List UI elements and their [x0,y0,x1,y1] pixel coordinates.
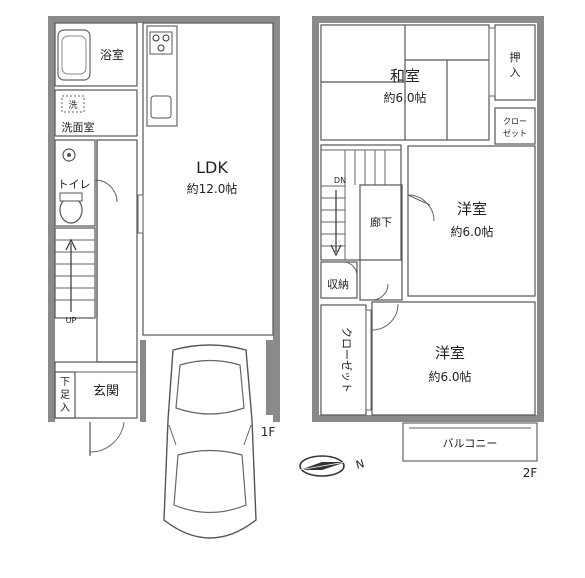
oshiire-label-1: 押 [510,50,521,64]
2f-hallway [359,184,403,301]
burner-3 [157,44,165,52]
washing-machine-mark [61,95,85,113]
stairs-down-label: DN [334,176,346,185]
washitsu-size-label: 約6.0帖 [383,90,426,105]
shoe-box-label-2: 足 [60,389,70,401]
toilet-room [54,139,96,227]
youshitsu-1-size-label: 約6.0帖 [450,224,493,239]
washroom-label: 洗面室 [62,120,95,134]
shoe-box-label-1: 下 [60,377,70,388]
youshitsu-1-room [407,145,536,297]
oshiire-label-2: 入 [510,66,521,79]
burner-2 [162,34,170,42]
stairs-up-label: UP [66,316,77,325]
floor-1f: LDK 約12.0帖 浴室 洗 洗面室 トイレ UP 玄関 下 足 入 1F [48,16,280,539]
stairs-down [320,144,402,261]
youshitsu-2-size-label: 約6.0帖 [428,369,471,384]
toilet-door-swing [94,179,118,203]
storage-door-swing [344,261,358,277]
ldk-name-label: LDK [196,158,228,177]
bath-label: 浴室 [100,47,124,62]
shoe-box-label-3: 入 [60,403,70,414]
bathtub [57,29,91,81]
ldk-room [142,22,274,336]
youshitsu-2-door-swing [371,303,399,331]
oshiire-door [488,27,496,97]
car-icon [163,344,257,539]
hallway-label: 廊下 [370,215,392,229]
balcony-label: バルコニー [443,437,498,450]
floor-2f-label: 2F [523,466,538,480]
small-closet [494,107,536,145]
compass-north-label: N [354,457,365,472]
storage-room [320,261,358,299]
compass-icon: N [299,455,366,477]
shoe-box [54,371,76,419]
washroom-area [54,89,138,137]
stove-icon [149,31,173,55]
youshitsu-2-name-label: 洋室 [435,344,465,362]
storage-label: 収納 [327,278,349,291]
ldk-size-label: 約12.0帖 [187,181,238,196]
youshitsu-1-door-swing [407,194,435,222]
right-wall-stub [266,340,273,415]
kitchen-sink-icon [150,95,172,119]
washitsu-name-label: 和室 [390,67,420,85]
floor-2f: 和室 約6.0帖 押 入 クロー ゼット 洋室 約6.0帖 廊下 DN 収納 ク… [312,16,544,480]
burner-1 [152,34,160,42]
balcony-area [402,422,538,462]
long-closet-door [365,309,372,411]
bath-room [54,22,138,87]
2f-interior [319,23,537,415]
toilet-label: トイレ [58,178,91,191]
ldk-door [137,194,144,234]
floor-1f-label: 1F [261,425,276,439]
entrance-label: 玄関 [93,384,119,399]
toilet-tank [59,192,83,202]
youshitsu-1-door-leaf [407,194,431,206]
stairs-up [54,227,96,319]
long-closet-label: クローゼット [340,327,353,393]
sink-drain [67,153,71,157]
bathtub-inner [61,35,87,75]
small-closet-label-1: クロー [503,117,527,126]
wash-mark-label: 洗 [68,99,77,111]
entrance-door-swing [89,421,125,453]
hallway-door-swing [371,283,389,301]
youshitsu-2-room [371,301,536,416]
small-closet-label-2: ゼット [503,128,527,138]
youshitsu-1-name-label: 洋室 [457,200,487,218]
